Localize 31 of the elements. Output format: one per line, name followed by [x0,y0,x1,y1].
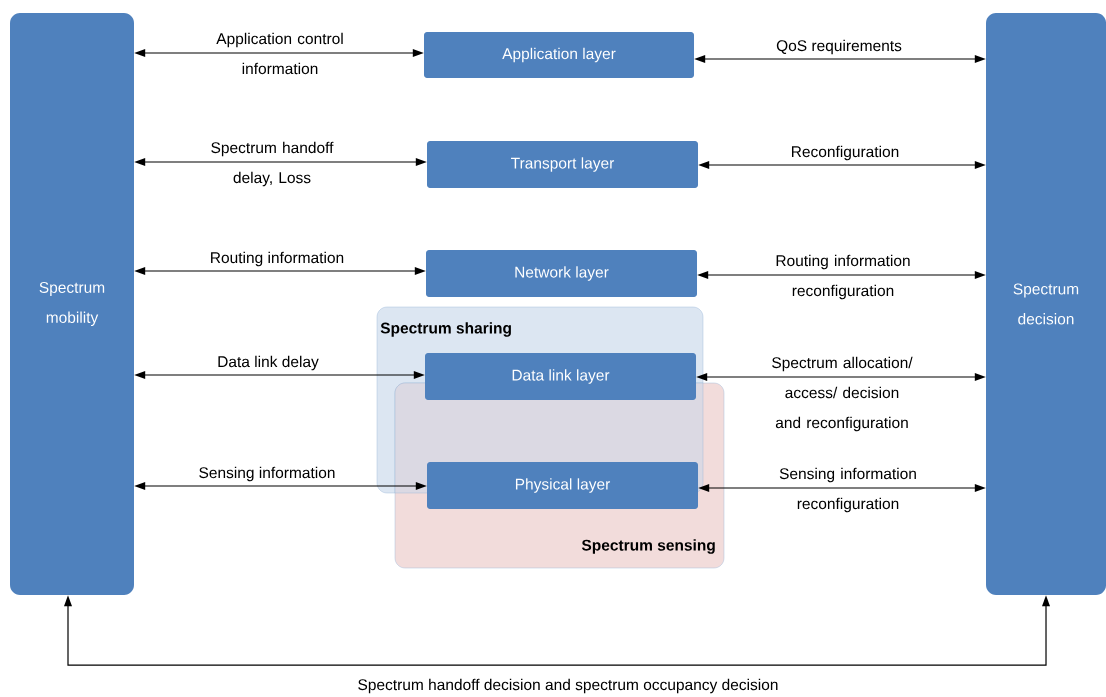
edge-label: Sensing information reconfiguration [779,467,916,513]
region-heading: Spectrum sharing [380,322,511,337]
edge-label: Spectrum handoff delay, Loss [211,141,334,187]
arrow [694,55,986,63]
side-bar: Spectrum decision [986,13,1106,595]
edge-label: Sensing information [199,466,335,482]
arrow [134,482,427,490]
edge-label: Routing information reconfiguration [776,254,910,300]
arrow [697,271,986,279]
region-heading: Spectrum sensing [581,539,715,554]
side-bar: Spectrum mobility [10,13,134,595]
layer-box: Network layer [426,250,697,297]
edge-label: Data link delay [218,355,319,371]
arrow [134,158,427,166]
arrow [134,267,426,275]
layer-box: Data link layer [425,353,696,400]
arrow [696,373,986,381]
edge-label: Application control information [216,32,343,75]
layer-box: Physical layer [427,462,698,509]
arrow [698,161,986,169]
layer-box: Application layer [424,32,694,78]
layer-box: Transport layer [427,141,698,188]
arrow [134,49,424,57]
arrow [64,595,1050,666]
edge-label: Spectrum allocation/ access/ decision and reconfiguration [772,356,913,432]
arrow [698,484,986,492]
edge-label: Spectrum handoff decision and spectrum occupancy decision [358,678,778,694]
edge-label: Reconfiguration [792,145,899,161]
arrow [134,371,425,379]
edge-label: QoS requirements [776,39,902,55]
edge-label: Routing information [211,251,344,267]
